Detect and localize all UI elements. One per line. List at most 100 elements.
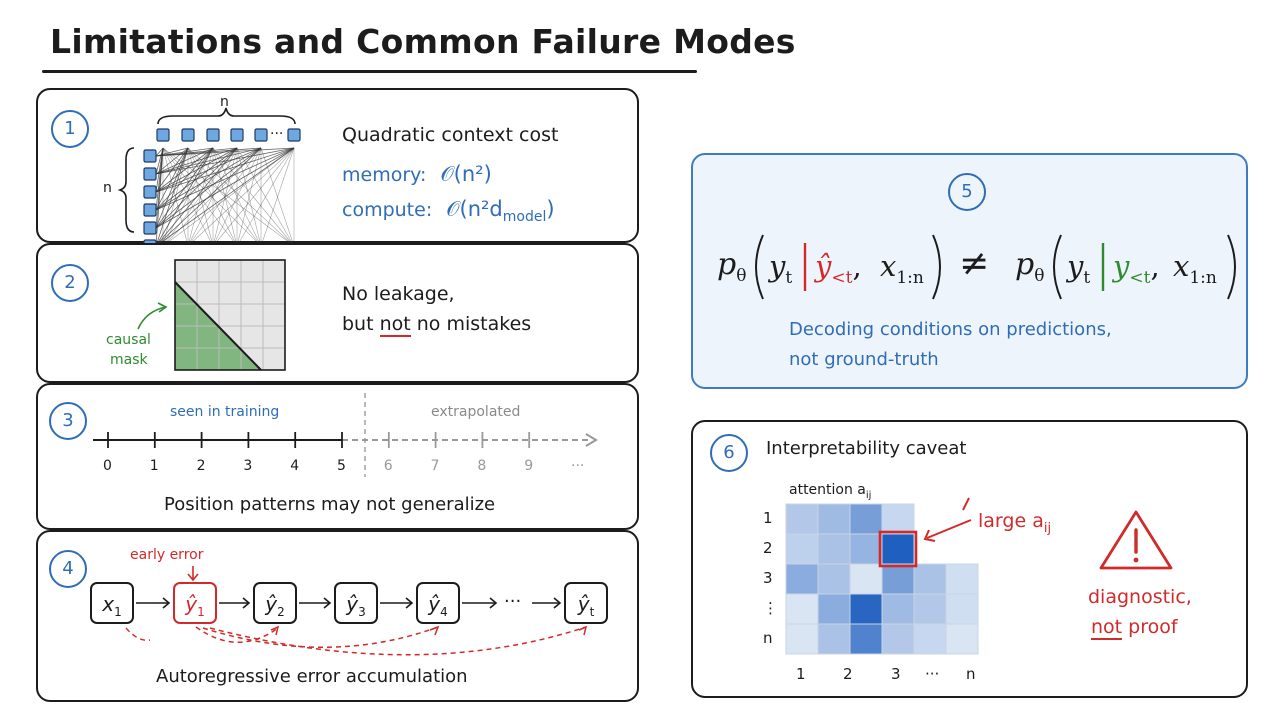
rhs-ytrue: y<t, [1113,249,1160,288]
highlighted-cell [878,530,918,568]
heatmap-row-label: n [763,629,773,647]
token-node [181,128,195,142]
attention-edge [236,147,295,247]
n-left-label: n [103,180,112,196]
attention-edge [187,147,295,247]
attention-edge [155,147,189,157]
rhs-x-sub: 1:n [1189,267,1217,288]
rhs-y: yt [1067,249,1090,288]
heatmap-cell [785,503,819,535]
mask-border [174,259,286,371]
quadratic-heading: Quadratic context cost [342,124,559,146]
heatmap-col-label: ··· [925,665,940,683]
mask-pointer-arrow [137,306,167,330]
error-pointer-head [187,573,199,582]
token-node [230,128,244,142]
token-box: ŷt [564,582,608,624]
rhs-y-main: y [1067,249,1084,283]
attention-edge [155,147,262,193]
token-node [143,185,157,199]
token-node [254,128,268,142]
chain-arrowhead [553,597,562,609]
heatmap-cell [785,563,819,595]
token-node [143,221,157,235]
error-propagation [125,627,151,641]
heatmap-cell [913,593,947,625]
token-box: ŷ4 [416,582,460,624]
rhs-formula: pθ [1015,247,1044,286]
early-error-label: early error [130,547,204,563]
seen-in-training-label: seen in training [170,404,280,420]
heatmap-cell [913,623,947,655]
compute-formula-main: 𝒪(n²d [446,197,503,221]
tick-label: 3 [243,458,253,474]
exposure-caption-1: Decoding conditions on predictions, [789,319,1112,340]
attention-edge [162,147,189,247]
callout-arrow [926,519,972,539]
error-propagation [195,626,279,643]
attention-edge [155,147,295,157]
panel-quadratic-cost: 1 n n ··· Quadratic context cost memory:… [36,88,639,253]
exposure-caption-2: not ground-truth [789,349,939,370]
lhs-x-sub: 1:n [896,267,924,288]
heatmap-row-label: 1 [763,509,773,527]
attention-edge [155,147,295,175]
token-node [156,128,170,142]
lhs-y-main: y [769,249,786,283]
attention-edge [155,147,295,193]
heatmap-cell [849,593,883,625]
compute-label: compute: [342,199,433,221]
attention-edge [162,147,238,247]
page-title: Limitations and Common Failure Modes [50,22,796,61]
tick-label: 1 [149,458,159,474]
attention-edge [155,147,262,175]
chain-arrowhead [405,597,414,609]
not-proof-not: not [1091,616,1123,640]
causal-mask-matrix [137,259,286,371]
heatmap-cell [881,593,915,625]
rhs-p: p [1015,247,1035,282]
extrapolated-label: extrapolated [431,404,521,420]
heatmap-col-label: 2 [843,665,853,683]
attention-edge [155,147,295,247]
attention-edge [212,147,262,247]
lhs-x: x1:n [880,249,924,288]
attention-edge [212,147,295,247]
attention-edge [187,147,262,247]
attention-edge [155,147,295,229]
rhs-x-main: x [1173,249,1190,283]
attention-edge [187,147,262,247]
rhs-x: x1:n [1173,249,1217,288]
panel-number-1: 1 [51,110,89,148]
mask-pointer-head [157,302,168,313]
not-emphasis: not [379,313,411,337]
callout-tick [962,497,970,511]
tick-label: 0 [103,458,112,474]
chain-ellipsis: ··· [504,591,522,612]
callout-arrowhead [923,529,936,542]
attention-edge [187,147,295,247]
attention-label: attention aij [789,482,871,501]
attention-edge [236,147,295,247]
attention-edge [187,147,238,247]
no-leakage-text: No leakage, [342,283,455,305]
not-proof-text: not proof [1091,616,1178,640]
tick-label: 7 [430,458,440,474]
panel-causal-mask: 2 causal mask No leakage, but not no mis… [36,243,639,383]
rhs-y-sub: t [1083,267,1091,288]
error-arrows [125,566,588,656]
error-token-box: ŷ1 [173,582,217,624]
heatmap-cell [817,533,851,565]
attention-edge [187,147,214,247]
attention-label-sub: ij [865,489,872,501]
heatmap-cell [849,533,883,565]
error-propagation-head [270,625,280,636]
attention-edge [236,147,262,247]
heatmap-cell [881,533,915,565]
attention-edge [162,147,262,247]
heatmap-row-label: 3 [763,569,773,587]
left-brace [117,147,135,233]
heatmap-cell [913,563,947,595]
token-node [143,203,157,217]
